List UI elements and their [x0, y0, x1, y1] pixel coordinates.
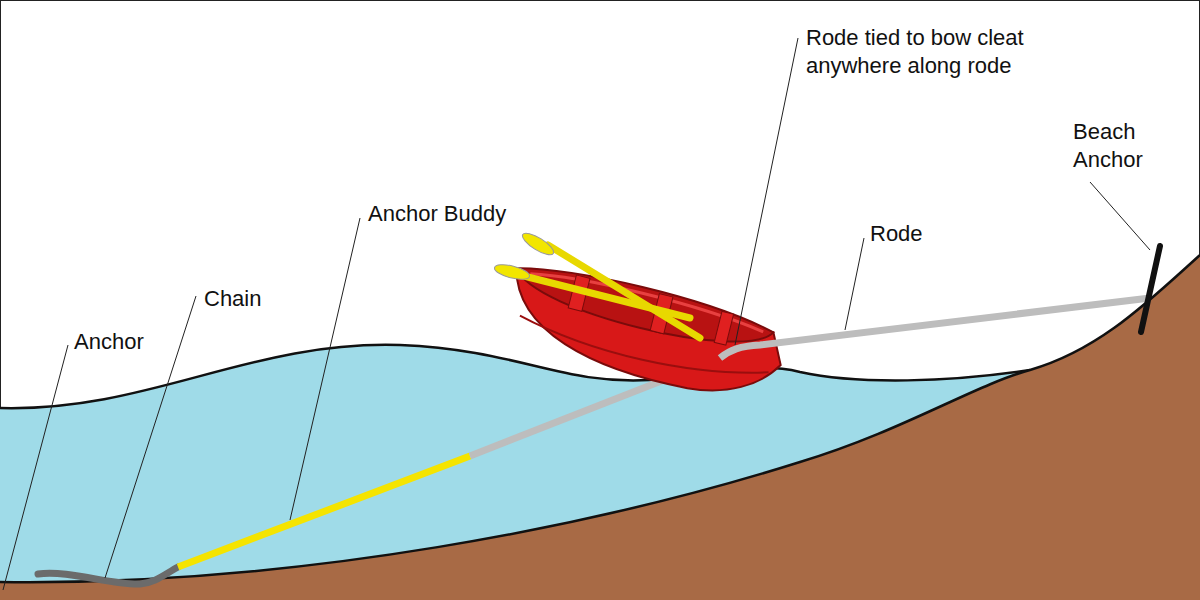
- beach-anchor: [1141, 246, 1160, 332]
- part-label: Anchor Buddy: [368, 200, 568, 228]
- part-label: Rode: [870, 220, 970, 248]
- oar-blade: [520, 229, 557, 258]
- leader-line: [1090, 182, 1150, 250]
- ground: [0, 255, 1200, 600]
- part-label: Anchor: [74, 328, 174, 356]
- leader-lines: [3, 38, 1150, 590]
- callout-label: Rode tied to bow cleat anywhere along ro…: [806, 24, 1076, 80]
- boat: [498, 256, 791, 409]
- part-label: Chain: [204, 285, 304, 313]
- leader-line: [845, 238, 864, 330]
- part-label: Beach Anchor: [1073, 118, 1173, 174]
- oar: [520, 275, 690, 318]
- oars: [493, 229, 700, 338]
- leader-line: [3, 345, 68, 590]
- boat-interior: [509, 256, 776, 359]
- oar: [548, 245, 700, 338]
- oar-blade: [493, 262, 531, 282]
- seabed-line: [0, 255, 1200, 582]
- leader-line: [290, 218, 360, 520]
- water-surface: [0, 345, 1030, 408]
- boat-seat: [714, 311, 733, 345]
- leader-line: [735, 38, 798, 345]
- anchor-buddy: [178, 456, 470, 567]
- rode: [720, 298, 1150, 358]
